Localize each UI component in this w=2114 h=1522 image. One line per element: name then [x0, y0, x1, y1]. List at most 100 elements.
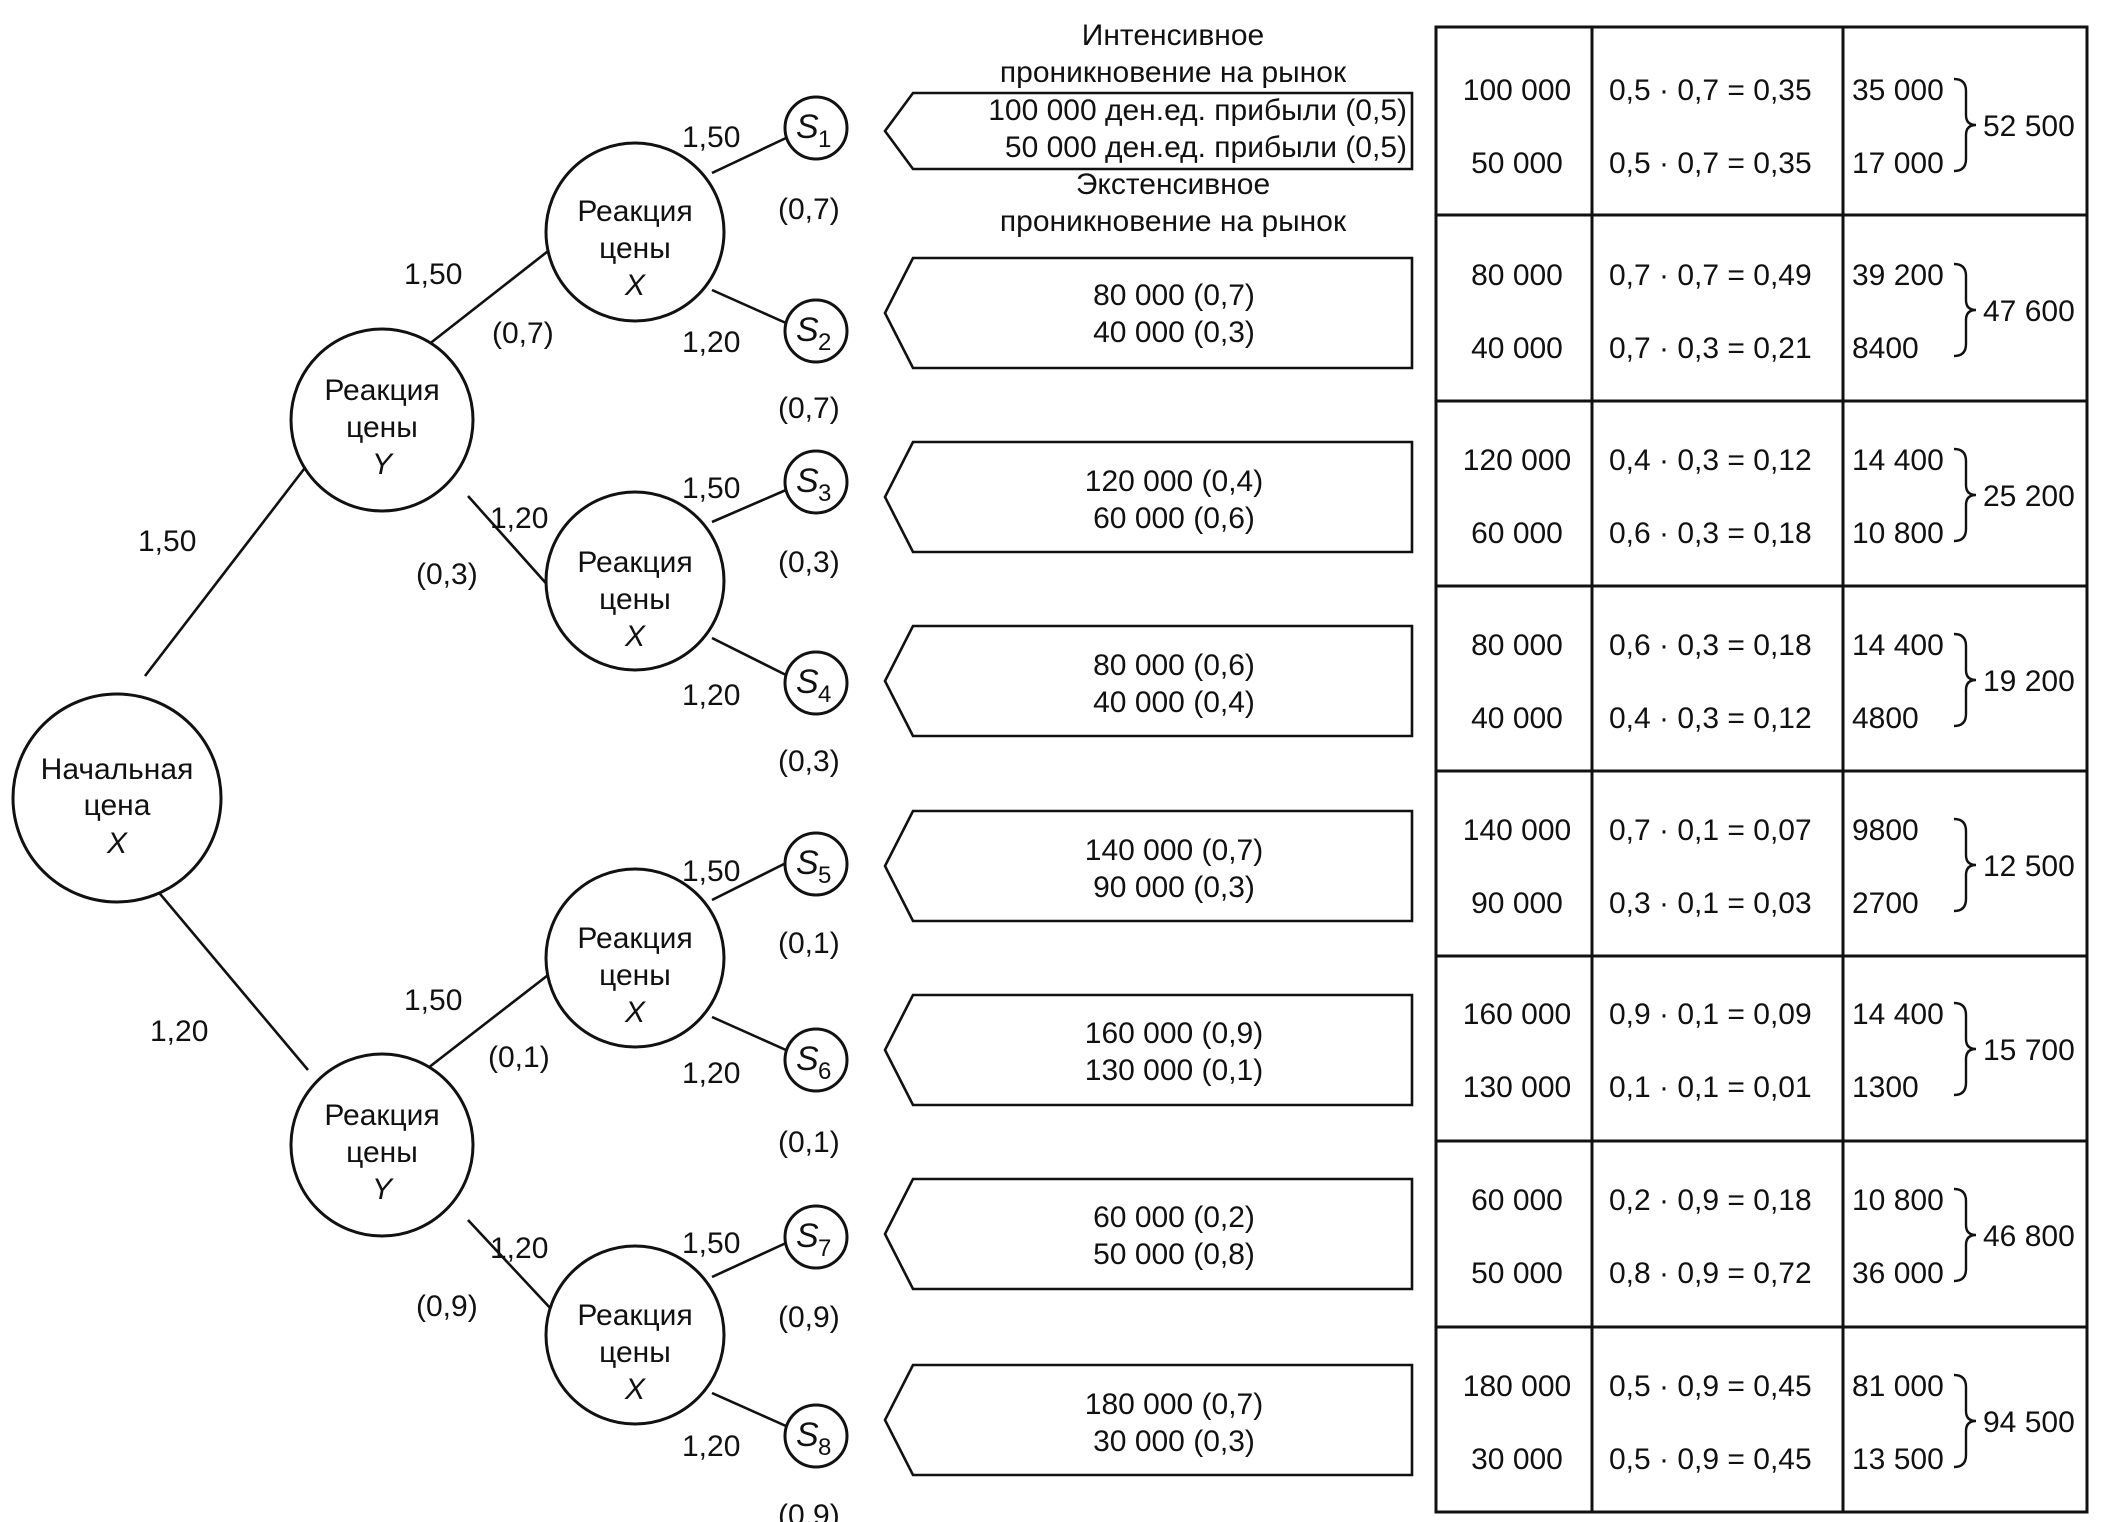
- expected-value: 10 800: [1852, 517, 1944, 550]
- leaf-label: S: [796, 1217, 819, 1255]
- outcome-line: 180 000 (0,7): [1085, 1388, 1263, 1421]
- profit-value: 160 000: [1463, 998, 1571, 1031]
- row-total: 94 500: [1983, 1406, 2075, 1439]
- profit-value: 120 000: [1463, 444, 1571, 477]
- outcome-box-shape: [883, 1177, 1414, 1291]
- expected-value: 9800: [1852, 814, 1919, 847]
- probability-calc: 0,7 · 0,7 = 0,49: [1609, 259, 1812, 292]
- outcome-box-1: 100 000 ден.ед. прибыли (0,5) 50 000 ден…: [883, 91, 1414, 171]
- brace-icon: [1953, 1001, 1977, 1097]
- edge-label: 1,50: [682, 1227, 740, 1260]
- node-label: Реакция: [324, 374, 439, 407]
- reaction-node-x-4: Реакция цены X: [544, 1244, 726, 1426]
- expected-value: 1300: [1852, 1071, 1919, 1104]
- node-label: Реакция: [577, 922, 692, 955]
- leaf-node-s5: S 5: [783, 831, 849, 897]
- outcome-line: 120 000 (0,4): [1085, 465, 1263, 498]
- leaf-subscript: 6: [818, 1058, 831, 1085]
- outcome-line: 100 000 ден.ед. прибыли (0,5): [988, 94, 1407, 127]
- outcome-box-2: 80 000 (0,7) 40 000 (0,3): [883, 256, 1414, 370]
- expected-value: 17 000: [1852, 147, 1944, 180]
- brace-icon: [1953, 447, 1977, 543]
- node-label: X: [106, 827, 128, 860]
- profit-value: 80 000: [1471, 629, 1563, 662]
- profit-value: 30 000: [1471, 1443, 1563, 1476]
- leaf-subscript: 3: [818, 480, 831, 507]
- leaf-node-circle: [783, 831, 849, 897]
- reaction-node-x-1: Реакция цены X: [544, 141, 726, 323]
- profit-value: 140 000: [1463, 814, 1571, 847]
- leaf-label: S: [796, 311, 819, 349]
- root-node-circle: [11, 692, 223, 904]
- node-label: цены: [346, 1136, 418, 1169]
- edge-label: 1,20: [682, 1057, 740, 1090]
- probability-label: (0,9): [416, 1290, 478, 1323]
- leaf-subscript: 4: [818, 681, 831, 708]
- node-label: Реакция: [577, 546, 692, 579]
- probability-calc: 0,2 · 0,9 = 0,18: [1609, 1184, 1812, 1217]
- expected-value: 14 400: [1852, 998, 1944, 1031]
- leaf-label: S: [796, 108, 819, 146]
- table-row: 120 000 60 000 0,4 · 0,3 = 0,12 0,6 · 0,…: [1463, 444, 2075, 550]
- leaf-node-s3: S 3: [783, 449, 849, 515]
- leaf-label: S: [796, 1416, 819, 1454]
- expected-value: 14 400: [1852, 629, 1944, 662]
- edge-x1-to-s1: [711, 136, 787, 175]
- node-label: X: [624, 620, 646, 653]
- probability-label: (0,1): [778, 1126, 840, 1159]
- node-label: Начальная: [41, 753, 194, 786]
- edge-label: 1,20: [490, 502, 548, 535]
- probability-label: (0,3): [778, 745, 840, 778]
- node-label: Реакция: [577, 1299, 692, 1332]
- outcome-box-shape: [883, 809, 1414, 923]
- edge-reaction-y1-to-x1: [427, 246, 553, 347]
- node-label: X: [624, 996, 646, 1029]
- edge-x3-to-s6: [711, 1015, 787, 1052]
- profit-value: 40 000: [1471, 332, 1563, 365]
- row-total: 15 700: [1983, 1034, 2075, 1067]
- outcome-box-shape: [883, 993, 1414, 1107]
- leaf-subscript: 8: [818, 1434, 831, 1461]
- probability-label: (0,1): [488, 1041, 550, 1074]
- probability-label: (0,1): [778, 927, 840, 960]
- probability-calc: 0,5 · 0,9 = 0,45: [1609, 1370, 1812, 1403]
- leaf-node-s4: S 4: [783, 650, 849, 716]
- probability-label: (0,7): [778, 193, 840, 226]
- leaf-node-circle: [783, 650, 849, 716]
- leaf-nodes: S 1 S 2 S 3 S 4 S 5 S 6 S: [783, 95, 849, 1469]
- leaf-subscript: 1: [818, 126, 831, 153]
- expected-value: 4800: [1852, 702, 1919, 735]
- leaf-node-circle: [783, 298, 849, 364]
- profit-value: 60 000: [1471, 1184, 1563, 1217]
- node-label: Реакция: [324, 1099, 439, 1132]
- node-label: Y: [372, 1173, 394, 1206]
- edge-root-to-bottom-reaction: [144, 875, 309, 1071]
- probability-calc: 0,7 · 0,1 = 0,07: [1609, 814, 1812, 847]
- edge-x2-to-s4: [711, 636, 787, 677]
- leaf-node-s2: S 2: [783, 298, 849, 364]
- leaf-node-circle: [783, 449, 849, 515]
- outcome-line: 50 000 ден.ед. прибыли (0,5): [1005, 131, 1407, 164]
- profit-value: 80 000: [1471, 259, 1563, 292]
- probability-calc: 0,4 · 0,3 = 0,12: [1609, 444, 1812, 477]
- node-label: цены: [599, 583, 671, 616]
- reaction-node-circle: [289, 327, 475, 513]
- brace-icon: [1953, 1187, 1977, 1283]
- probability-calc: 0,6 · 0,3 = 0,18: [1609, 629, 1812, 662]
- edge-label: 1,50: [682, 855, 740, 888]
- expected-value: 8400: [1852, 332, 1919, 365]
- outcome-box-5: 140 000 (0,7) 90 000 (0,3): [883, 809, 1414, 923]
- reaction-node-circle: [544, 1244, 726, 1426]
- probability-label: (0,9): [778, 1301, 840, 1334]
- row-total: 46 800: [1983, 1220, 2075, 1253]
- probability-label: (0,7): [778, 392, 840, 425]
- expected-value: 10 800: [1852, 1184, 1944, 1217]
- outcome-boxes: 100 000 ден.ед. прибыли (0,5) 50 000 ден…: [883, 91, 1414, 1477]
- root-node: Начальная цена X: [11, 692, 223, 904]
- outcome-box-8: 180 000 (0,7) 30 000 (0,3): [883, 1363, 1414, 1477]
- edge-reaction-y2-to-x3: [427, 970, 553, 1070]
- heading-extensive-line2: проникновение на рынок: [1000, 205, 1347, 238]
- outcome-box-shape: [883, 91, 1414, 171]
- leaf-subscript: 5: [818, 862, 831, 889]
